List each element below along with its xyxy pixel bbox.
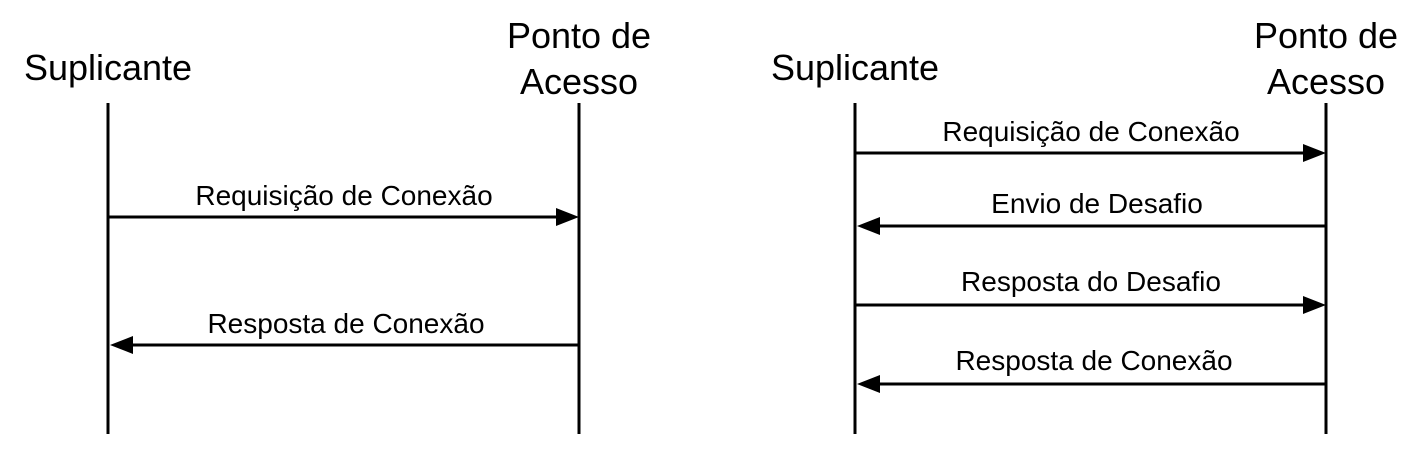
arrow-left-icon <box>857 375 880 393</box>
arrow-right-icon <box>1303 296 1326 314</box>
message-connection-request: Requisição de Conexão <box>855 116 1326 162</box>
arrow-left-icon <box>110 336 133 354</box>
message-connection-request: Requisição de Conexão <box>108 180 579 226</box>
message-challenge-response: Resposta do Desafio <box>855 266 1326 314</box>
actor-access-point-label-line-1: Ponto de <box>507 15 651 56</box>
sequence-diagram-shared-key-auth: Suplicante Ponto de Acesso Requisição de… <box>771 15 1398 434</box>
actor-access-point-label-line-2: Acesso <box>520 61 638 102</box>
message-connection-response: Resposta de Conexão <box>857 345 1326 393</box>
message-label: Requisição de Conexão <box>195 180 492 211</box>
message-connection-response: Resposta de Conexão <box>110 308 579 354</box>
arrow-right-icon <box>556 208 579 226</box>
sequence-diagram-open-auth: Suplicante Ponto de Acesso Requisição de… <box>24 15 651 434</box>
arrow-left-icon <box>857 217 880 235</box>
message-label: Resposta de Conexão <box>955 345 1232 376</box>
actor-access-point-label-line-2: Acesso <box>1267 61 1385 102</box>
message-challenge-sent: Envio de Desafio <box>857 188 1326 235</box>
actor-supplicant-label: Suplicante <box>771 47 939 88</box>
actor-supplicant-label: Suplicante <box>24 47 192 88</box>
message-label: Requisição de Conexão <box>942 116 1239 147</box>
actor-access-point-label-line-1: Ponto de <box>1254 15 1398 56</box>
message-label: Resposta do Desafio <box>961 266 1221 297</box>
message-label: Envio de Desafio <box>991 188 1203 219</box>
arrow-right-icon <box>1303 144 1326 162</box>
message-label: Resposta de Conexão <box>207 308 484 339</box>
